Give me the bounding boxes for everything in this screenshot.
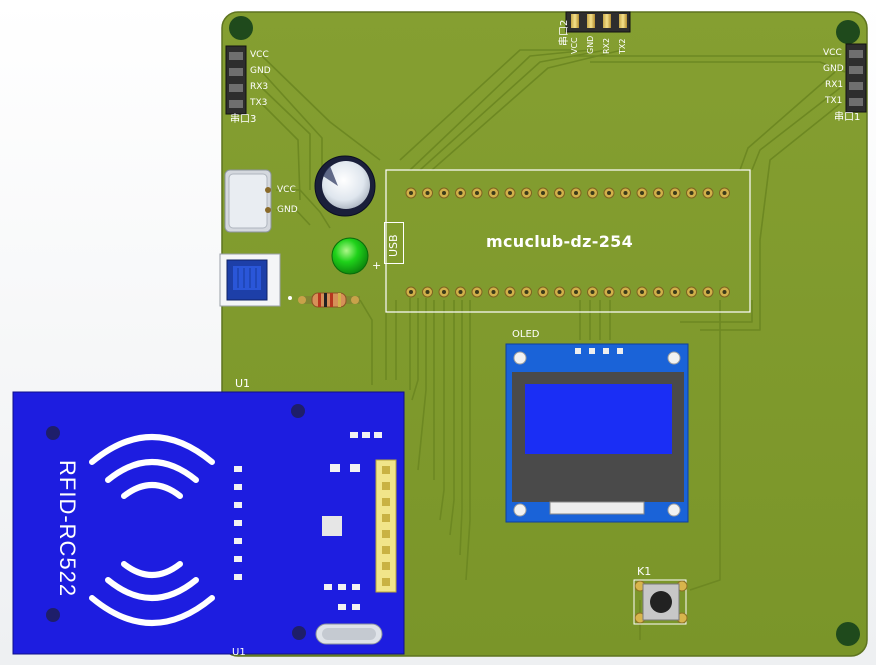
mcu-pin-hole (475, 191, 479, 195)
mcu-pin-hole (607, 191, 611, 195)
antenna-icon (89, 434, 215, 626)
resistor-icon (298, 292, 360, 308)
power-gnd-label: GND (277, 205, 298, 215)
mcu-usb-label: USB (387, 234, 400, 257)
mcu-pin-hole (508, 191, 512, 195)
mcu-pin-hole (706, 290, 710, 294)
port1-label: 串口1 (834, 112, 861, 123)
mcu-pin-hole (524, 191, 529, 195)
mcu-pin-hole (458, 290, 463, 294)
mcu-pin-hole (607, 290, 611, 294)
port1-pin-2-label: GND (823, 64, 844, 74)
usb-c-icon (224, 169, 272, 233)
mcu-top-pins (405, 187, 730, 199)
mcu-pin-hole (623, 191, 628, 195)
mounting-hole-icon (836, 622, 860, 646)
mcu-pin-hole (524, 290, 529, 294)
board-title: mcuclub-dz-254 (486, 232, 634, 251)
mcu-pin-hole (541, 290, 545, 294)
capacitor-icon (314, 155, 376, 217)
rfid-module (12, 391, 405, 655)
power-vcc-label: VCC (277, 185, 296, 195)
mcu-pin-hole (491, 191, 496, 195)
mcu-pin-hole (656, 290, 661, 294)
pin-header-icon (225, 45, 247, 115)
mcu-pin-hole (706, 191, 710, 195)
port3-pin-3-label: RX3 (250, 82, 269, 92)
port2-pin-4-label: TX2 (618, 38, 627, 54)
port3-label: 串口3 (230, 114, 257, 125)
port2-label: 串口2 (559, 19, 570, 46)
mcu-pin-hole (590, 290, 595, 294)
port3-pin-1-label: VCC (250, 50, 269, 60)
mcu-pin-hole (722, 290, 727, 294)
mcu-pin-hole (475, 290, 479, 294)
port1-pin-1-label: VCC (823, 48, 842, 58)
mcu-pin-hole (442, 290, 446, 294)
pin-header-icon (565, 11, 631, 33)
rfid-title-wrap: RFID-RC522 (52, 460, 82, 600)
u1-top-label: U1 (235, 377, 251, 390)
mcu-bottom-pins (405, 286, 730, 298)
mcu-pin-hole (673, 191, 677, 195)
mcu-pin-hole (425, 290, 430, 294)
oled-module (505, 343, 689, 523)
mcu-pin-hole (409, 290, 413, 294)
oled-screen (525, 384, 672, 454)
mcu-pin-hole (491, 290, 496, 294)
led-plus-label: + (372, 259, 382, 272)
mcu-pin-hole (574, 191, 578, 195)
mcu-pin-hole (442, 191, 446, 195)
u1-bottom-label: U1 (232, 647, 246, 658)
port3-pin-2-label: GND (250, 66, 271, 76)
mcu-pin-hole (557, 191, 562, 195)
mounting-hole-icon (229, 16, 253, 40)
rfid-label: RFID-RC522 (55, 460, 80, 598)
mcu-pin-hole (689, 191, 694, 195)
mcu-pin-hole (673, 290, 677, 294)
pin-header-icon (845, 43, 867, 113)
mounting-hole-icon (836, 20, 860, 44)
mcu-pin-hole (508, 290, 512, 294)
mcu-pin-hole (590, 191, 595, 195)
port1-pin-4-label: TX1 (825, 96, 843, 106)
power-switch-icon (219, 253, 281, 307)
mcu-pin-hole (574, 290, 578, 294)
port2-pin-3-label: RX2 (602, 37, 611, 54)
oled-label: OLED (512, 329, 540, 340)
mcu-pin-hole (722, 191, 727, 195)
port3-pin-4-label: TX3 (250, 98, 268, 108)
mcu-pin-hole (640, 191, 644, 195)
mcu-pin-hole (623, 290, 628, 294)
port1-pin-3-label: RX1 (825, 80, 844, 90)
mcu-pin-hole (557, 290, 562, 294)
button-label: K1 (637, 565, 652, 578)
led-icon (331, 237, 369, 275)
mcu-outline (385, 169, 751, 313)
port2-pin-2-label: GND (586, 35, 595, 54)
mcu-pin-hole (640, 290, 644, 294)
mcu-pin-hole (425, 191, 430, 195)
mcu-pin-hole (541, 191, 545, 195)
mcu-pin-hole (689, 290, 694, 294)
mcu-usb-outline: USB (384, 222, 404, 264)
port2-pin-1-label: VCC (570, 37, 579, 54)
mcu-pin-hole (409, 191, 413, 195)
tactile-button-icon (633, 579, 688, 625)
mcu-pin-hole (656, 191, 661, 195)
copper-traces (261, 49, 846, 640)
mcu-pin-hole (458, 191, 463, 195)
